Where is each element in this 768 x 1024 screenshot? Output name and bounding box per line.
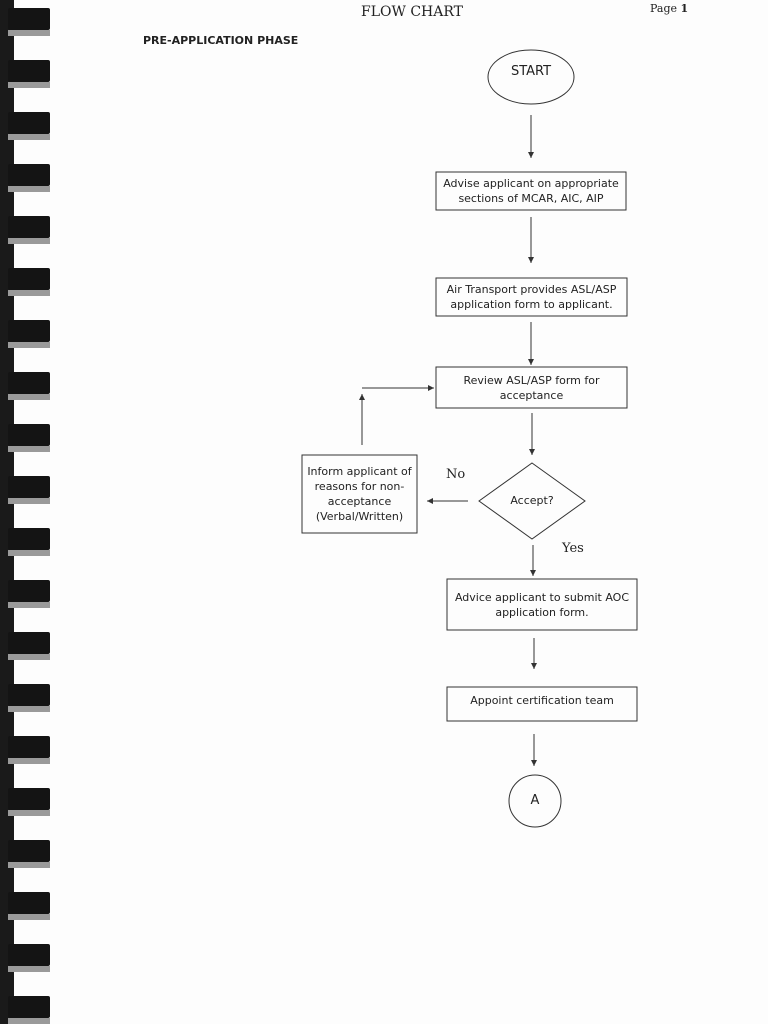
binding-ring [8,164,50,192]
edge-label-yes: Yes [562,541,584,556]
binding-ring [8,424,50,452]
binding-ring [8,60,50,88]
advice-submit-process-box [446,578,638,631]
phase-title: PRE-APPLICATION PHASE [143,34,299,47]
inform-process-box [301,454,418,534]
binding-ring [8,112,50,140]
page-number: 1 [680,2,689,15]
inform-label: Inform applicant of reasons for non-acce… [307,465,412,523]
page-word: Page [650,2,678,15]
binding-ring [8,476,50,504]
air-transport-label: Air Transport provides ASL/ASP applicati… [446,283,617,311]
page-number-label: Page 1 [650,2,688,15]
spiral-binding [0,0,58,1024]
binding-ring [8,736,50,764]
advise-label: Advise applicant on appropriate sections… [443,177,619,205]
binding-ring [8,528,50,556]
connector-a-shape [508,774,562,828]
binding-ring [8,372,50,400]
review-process-box [435,366,628,409]
binding-ring [8,268,50,296]
start-terminal-shape [487,49,575,105]
connector-a-label: A [530,792,540,808]
advice-submit-label: Advice applicant to submit AOC applicati… [454,590,630,619]
binding-ring [8,684,50,712]
appoint-label: Appoint certification team [470,693,614,707]
review-label: Review ASL/ASP form for acceptance [463,373,600,402]
binding-ring [8,892,50,920]
document-title: FLOW CHART [361,4,463,20]
binding-ring [8,788,50,816]
accept-label: Accept? [510,493,554,507]
edge-label-no: No [446,467,466,482]
air-transport-process-box [435,277,628,317]
binding-ring [8,840,50,868]
binding-ring [8,320,50,348]
appoint-process-box [446,686,638,722]
start-label: START [510,63,552,79]
accept-decision-diamond [478,462,586,540]
binding-ring [8,216,50,244]
binding-ring [8,580,50,608]
binding-strip [0,0,14,1024]
binding-ring [8,996,50,1024]
binding-ring [8,8,50,36]
binding-ring [8,944,50,972]
advise-process-box [435,171,627,211]
binding-ring [8,632,50,660]
